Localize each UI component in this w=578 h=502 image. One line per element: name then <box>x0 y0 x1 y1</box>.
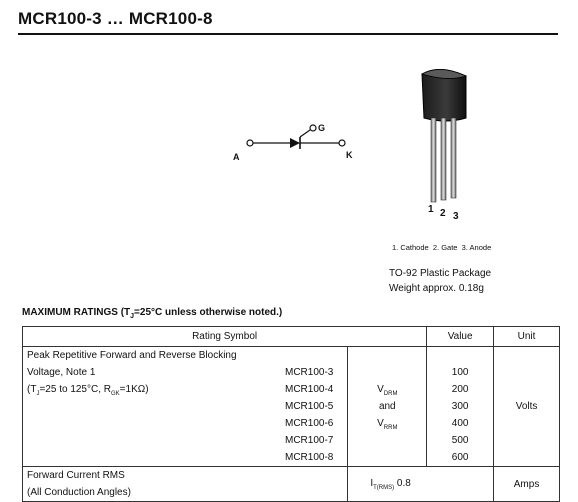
page-title: MCR100-3 … MCR100-8 <box>18 9 213 28</box>
anode-terminal-icon <box>246 139 254 147</box>
model-label: MCR100-3 <box>285 367 334 378</box>
model-label: MCR100-7 <box>285 435 334 446</box>
value-text: 300 <box>451 401 469 412</box>
model-label: MCR100-8 <box>285 452 334 463</box>
col-header-unit: Unit <box>493 326 560 347</box>
value-text: 600 <box>451 452 469 463</box>
table-row: Forward Current RMS (All Conduction Angl… <box>21 466 560 502</box>
rating-unit-cell: Amps <box>493 466 560 502</box>
title-rule <box>18 33 558 35</box>
value-text: 400 <box>451 418 469 429</box>
rating-description-cell: Forward Current RMS (All Conduction Angl… <box>21 466 349 502</box>
to92-package-icon <box>420 69 468 203</box>
value-text: 200 <box>451 384 469 395</box>
pin-number-3: 3 <box>453 211 459 222</box>
table-row: Peak Repetitive Forward and Reverse Bloc… <box>21 346 560 467</box>
col-header-rating-symbol: Rating Symbol <box>21 326 428 347</box>
value-text: 500 <box>451 435 469 446</box>
pin-number-1: 1 <box>428 204 434 215</box>
scr-symbol-diagram <box>246 124 346 149</box>
pin-3-lead <box>450 117 457 199</box>
package-weight: Weight approx. 0.18g <box>389 283 484 294</box>
col-header-value: Value <box>426 326 495 347</box>
model-label: MCR100-5 <box>285 401 334 412</box>
rating-symbol-cell: VDRM and VRRM <box>347 346 428 467</box>
gate-label: G <box>318 123 326 133</box>
pin-number-2: 2 <box>440 208 446 219</box>
pin-legend: 1. Cathode 2. Gate 3. Anode <box>392 243 492 252</box>
package-name: TO-92 Plastic Package <box>389 268 492 279</box>
gate-terminal-icon <box>309 124 317 132</box>
max-ratings-table: Rating Symbol Value Unit Peak Repetitive… <box>21 326 560 502</box>
anode-label: A <box>233 152 240 162</box>
cathode-label: K <box>346 150 353 160</box>
ratings-heading: MAXIMUM RATINGS (TJ=25°C unless otherwis… <box>22 307 283 320</box>
pin-1-lead <box>430 117 437 203</box>
cathode-terminal-icon <box>338 139 346 147</box>
model-label: MCR100-4 <box>285 384 334 395</box>
rating-symbol-value-cell: IT(RMS) 0.8 <box>347 466 495 502</box>
table-header-row: Rating Symbol Value Unit <box>21 326 560 347</box>
rating-value-cell: 100 200 300 400 500 600 <box>426 346 495 467</box>
rating-unit-cell: Volts <box>493 346 560 467</box>
model-label: MCR100-6 <box>285 418 334 429</box>
value-text: 100 <box>451 367 469 378</box>
pin-2-lead <box>440 117 447 201</box>
rating-description-cell: Peak Repetitive Forward and Reverse Bloc… <box>21 346 349 467</box>
diode-triangle-icon <box>290 138 300 148</box>
